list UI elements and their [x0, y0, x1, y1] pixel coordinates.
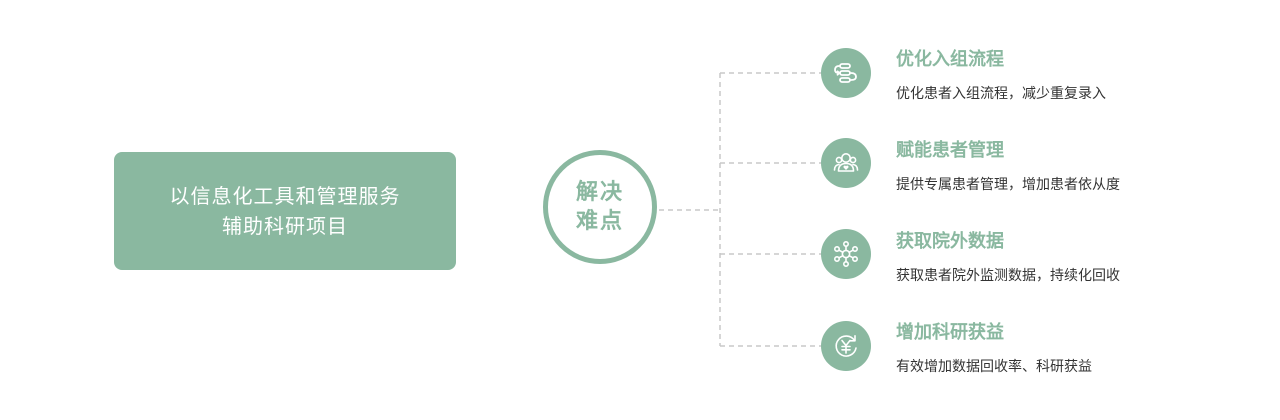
item-description: 获取患者院外监测数据，持续化回收: [896, 268, 1120, 284]
center-circle: 解决 难点: [543, 150, 657, 264]
item-title: 增加科研获益: [896, 322, 1004, 343]
main-goal-box: 以信息化工具和管理服务 辅助科研项目: [114, 152, 456, 270]
item-description: 优化患者入组流程，减少重复录入: [896, 86, 1106, 102]
center-line-1: 解决: [575, 180, 624, 205]
flow-list-icon: [821, 48, 871, 98]
yuan-cycle-icon: [821, 321, 871, 371]
network-nodes-icon: [821, 229, 871, 279]
item-title: 赋能患者管理: [896, 140, 1004, 161]
center-line-2: 难点: [575, 209, 624, 234]
item-description: 有效增加数据回收率、科研获益: [896, 359, 1092, 375]
patients-heart-icon: [821, 138, 871, 188]
item-description: 提供专属患者管理，增加患者依从度: [896, 177, 1120, 193]
main-goal-line-2: 辅助科研项目: [222, 214, 348, 238]
main-goal-line-1: 以信息化工具和管理服务: [169, 184, 401, 208]
item-title: 获取院外数据: [896, 231, 1004, 252]
item-title: 优化入组流程: [896, 49, 1004, 70]
